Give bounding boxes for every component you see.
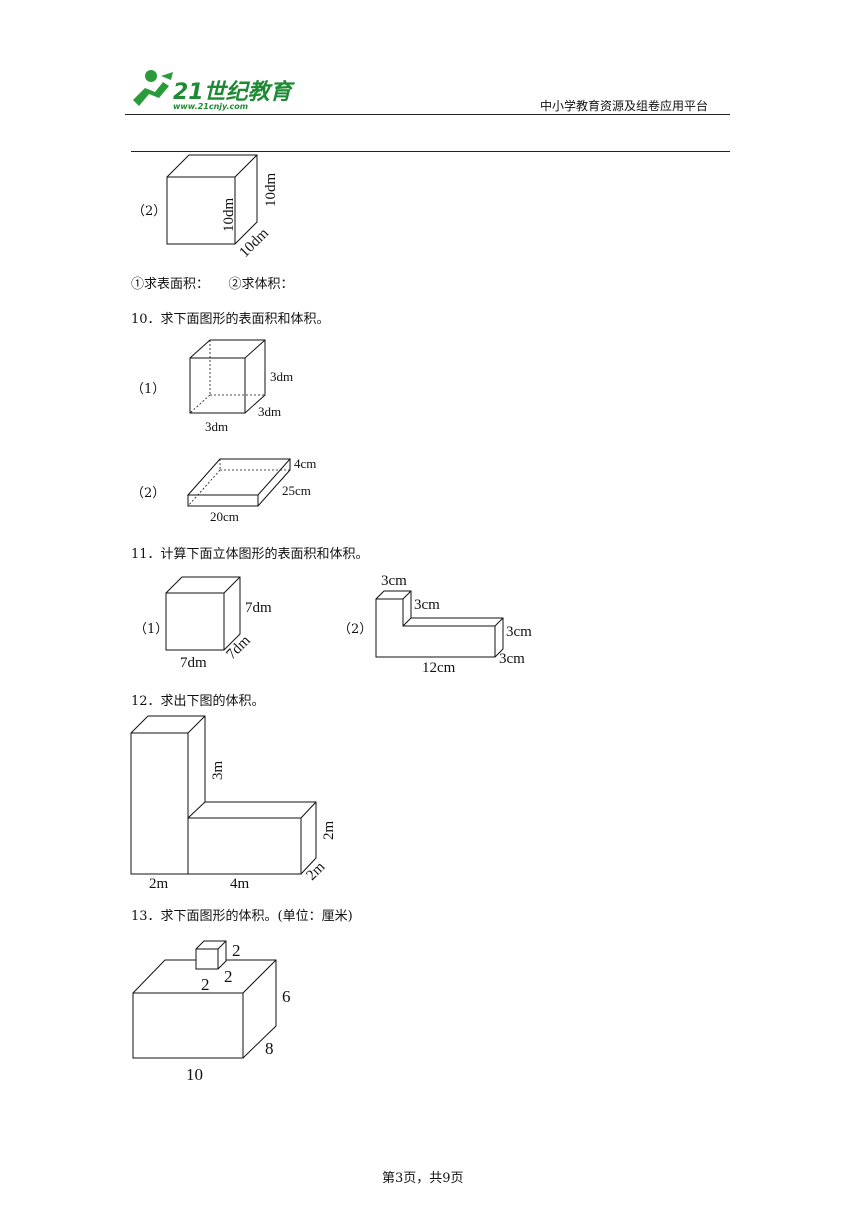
logo-url: www.21cnjy.com [173,102,249,111]
q11-p1-width: 7dm [180,655,207,671]
header-rule-lower [131,151,730,152]
platform-name: 中小学教育资源及组卷应用平台 [540,99,709,113]
q11-part2-label: （2） [338,622,373,637]
logo-runner-icon [133,70,173,106]
q10-text: 10．求下面图形的表面积和体积。 [131,312,330,327]
q10-p2-height: 4cm [294,456,316,471]
q13-big-height: 6 [282,987,291,1006]
q13-big-width: 10 [186,1065,203,1084]
q12-left-width: 2m [149,876,169,892]
q12-tall-height: 3m [210,761,226,781]
q10-p1-width: 3dm [205,419,228,434]
q12-low-height: 2m [321,821,337,841]
q13-big-depth: 8 [265,1039,274,1058]
page-footer: 第3页，共9页 [382,1171,464,1186]
q13-small-depth: 2 [224,967,233,986]
q13-small-height: 2 [232,941,241,960]
q10-p2-width: 20cm [210,509,239,524]
header-rule [125,114,730,115]
q11-p1-height: 7dm [245,600,272,616]
q9-subquestions: ①求表面积： ②求体积： [131,277,294,292]
q11-p2-right-height: 3cm [506,624,532,640]
q10-p1-height: 3dm [270,369,293,384]
q11-text: 11．计算下面立体图形的表面积和体积。 [131,547,369,562]
site-logo: 21世纪教育 www.21cnjy.com [125,66,295,114]
q10-p2-depth: 25cm [282,483,311,498]
q9-part2-label: （2） [132,204,167,219]
q12-right-width: 4m [230,876,250,892]
q9-front-dim: 10dm [221,198,237,233]
q9-side-dim: 10dm [263,173,279,208]
q11-p2-top-width: 3cm [381,573,407,589]
q10-part2-label: （2） [131,486,166,501]
q13-text: 13．求下面图形的体积。(单位：厘米) [131,909,353,924]
q13-small-width: 2 [201,975,210,994]
q10-p1-depth: 3dm [258,404,281,419]
logo-text: 21世纪教育 [173,80,292,105]
q11-p2-length: 12cm [422,660,456,676]
q11-p2-step-height: 3cm [414,597,440,613]
q10-part1-label: （1） [131,382,166,397]
q11-p2-right-depth: 3cm [499,651,525,667]
q11-part1-label: （1） [134,622,169,637]
q12-text: 12．求出下图的体积。 [131,694,265,709]
